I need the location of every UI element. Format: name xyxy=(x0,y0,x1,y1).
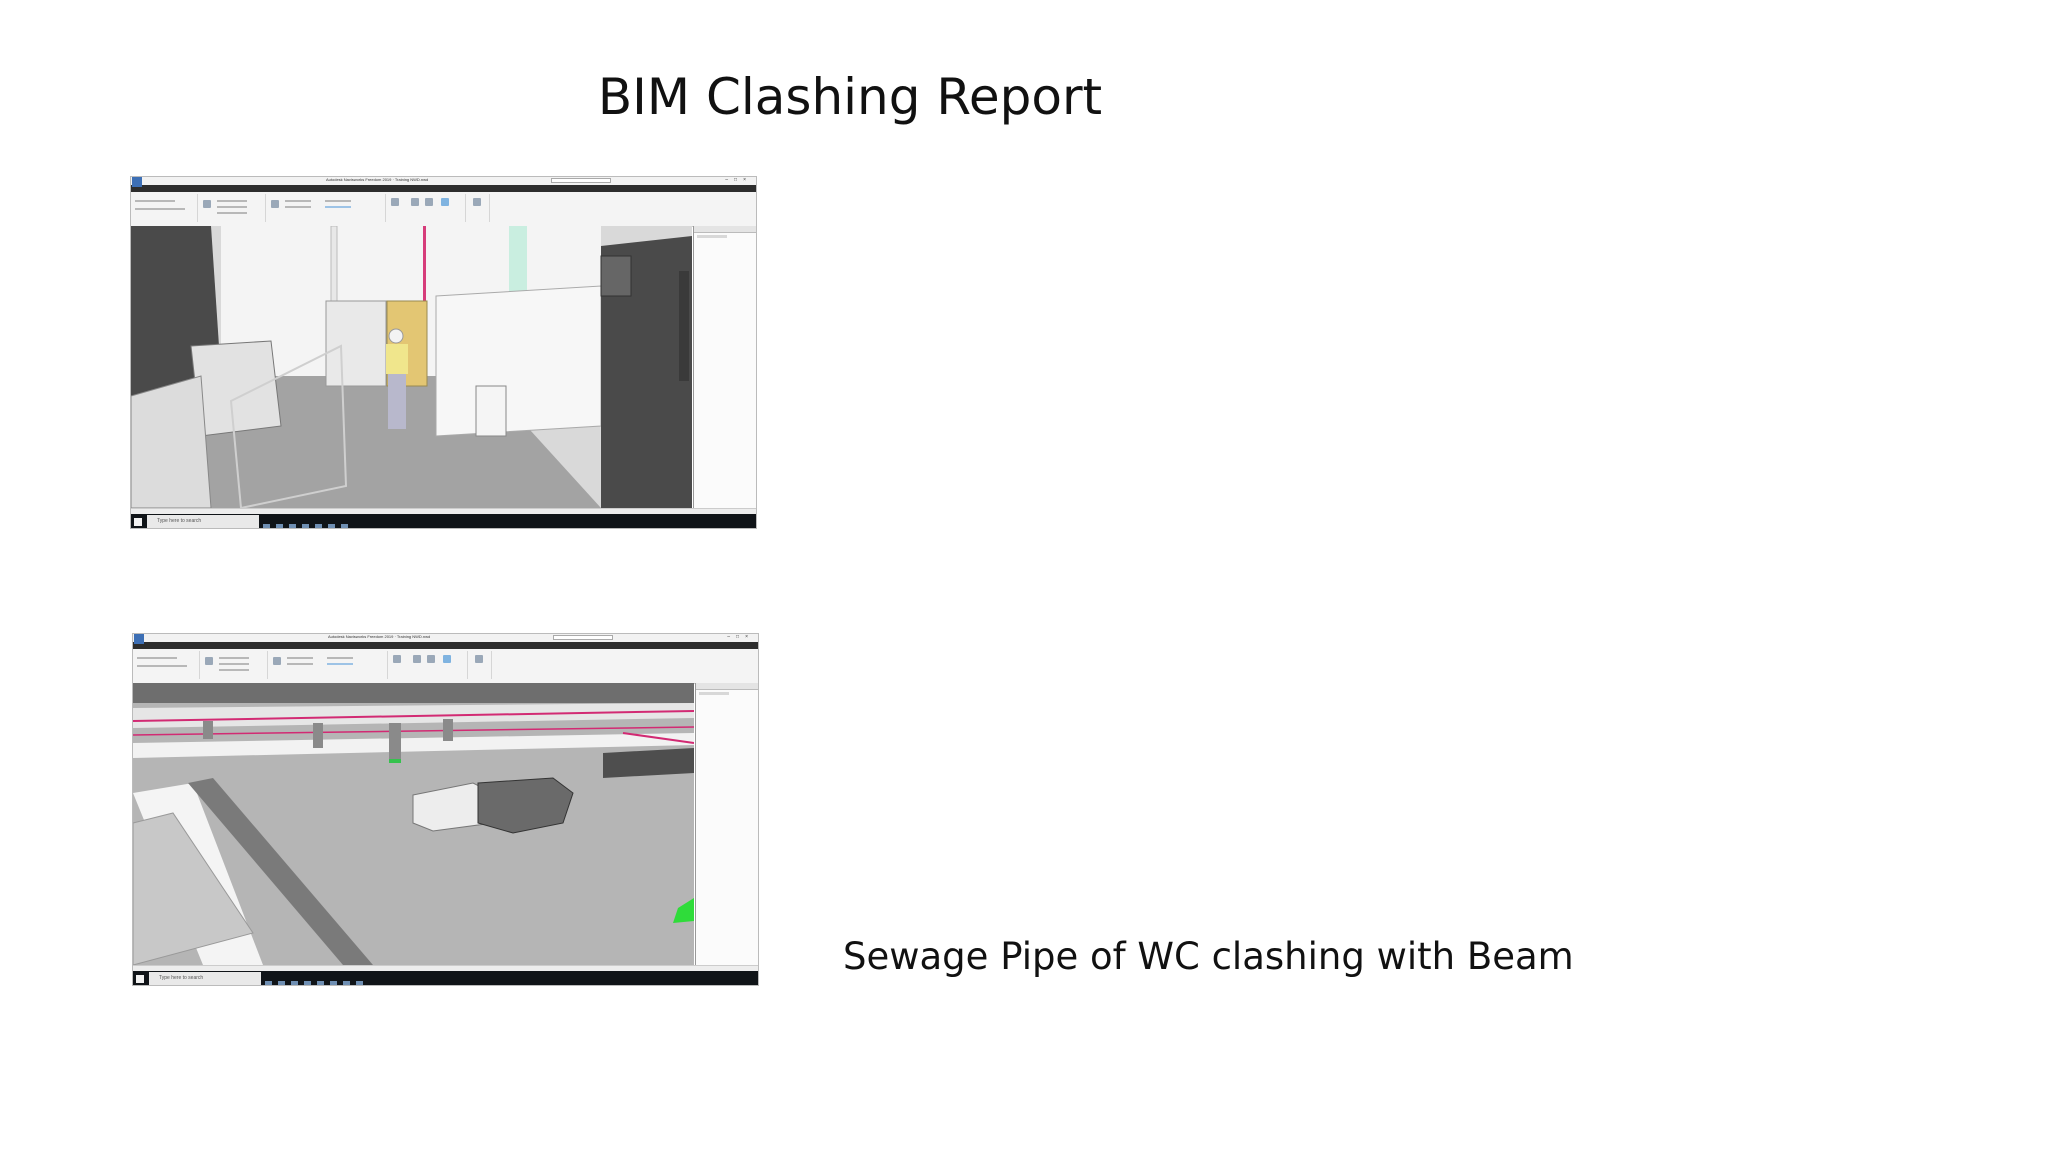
status-bar xyxy=(131,508,756,515)
taskbar-search-text: Type here to search xyxy=(159,975,204,981)
clash-screenshot-1: Autodesk Navisworks Freedom 2019 · Train… xyxy=(130,176,757,529)
window-title: Autodesk Navisworks Freedom 2019 · Train… xyxy=(326,177,429,182)
windows-start-icon xyxy=(134,518,142,526)
ribbon-group xyxy=(199,651,268,679)
windows-taskbar: Type here to search xyxy=(133,971,758,985)
slide-title: BIM Clashing Report xyxy=(597,68,1103,126)
3d-viewport xyxy=(131,226,692,508)
menu-bar: Home Viewpoint Review Animation View Out… xyxy=(133,642,758,656)
window-controls: –□× xyxy=(725,177,752,183)
ribbon-group xyxy=(265,194,386,222)
window-title: Autodesk Navisworks Freedom 2019 · Train… xyxy=(328,634,431,639)
windows-taskbar: Type here to search xyxy=(131,514,756,528)
ribbon-group xyxy=(197,194,266,222)
ribbon-group xyxy=(387,651,468,679)
ribbon-group xyxy=(467,651,492,679)
3d-viewport xyxy=(133,683,694,965)
ribbon xyxy=(133,649,758,684)
taskbar-icons xyxy=(265,975,369,985)
ribbon-group xyxy=(133,651,200,679)
search-box xyxy=(553,635,613,640)
clash-screenshot-2: Autodesk Navisworks Freedom 2019 · Train… xyxy=(132,633,759,986)
taskbar-search: Type here to search xyxy=(147,515,259,528)
taskbar-icons xyxy=(263,518,354,528)
ribbon-group xyxy=(131,194,198,222)
windows-start-icon xyxy=(136,975,144,983)
taskbar-search: Type here to search xyxy=(149,972,261,985)
taskbar-search-text: Type here to search xyxy=(157,518,202,524)
selection-tree-panel xyxy=(693,226,756,508)
viewport-render xyxy=(133,683,694,965)
viewport-render xyxy=(131,226,692,508)
menu-bar: Home Viewpoint Review Animation View Out… xyxy=(131,185,756,199)
ribbon-group xyxy=(385,194,466,222)
status-bar xyxy=(133,965,758,972)
selection-tree-panel xyxy=(695,683,758,965)
clash-caption: Sewage Pipe of WC clashing with Beam xyxy=(843,935,1574,978)
app-icon xyxy=(134,634,144,644)
search-box xyxy=(551,178,611,183)
ribbon-group xyxy=(465,194,490,222)
window-controls: –□× xyxy=(727,634,754,640)
ribbon-group xyxy=(267,651,388,679)
app-icon xyxy=(132,177,142,187)
ribbon xyxy=(131,192,756,227)
